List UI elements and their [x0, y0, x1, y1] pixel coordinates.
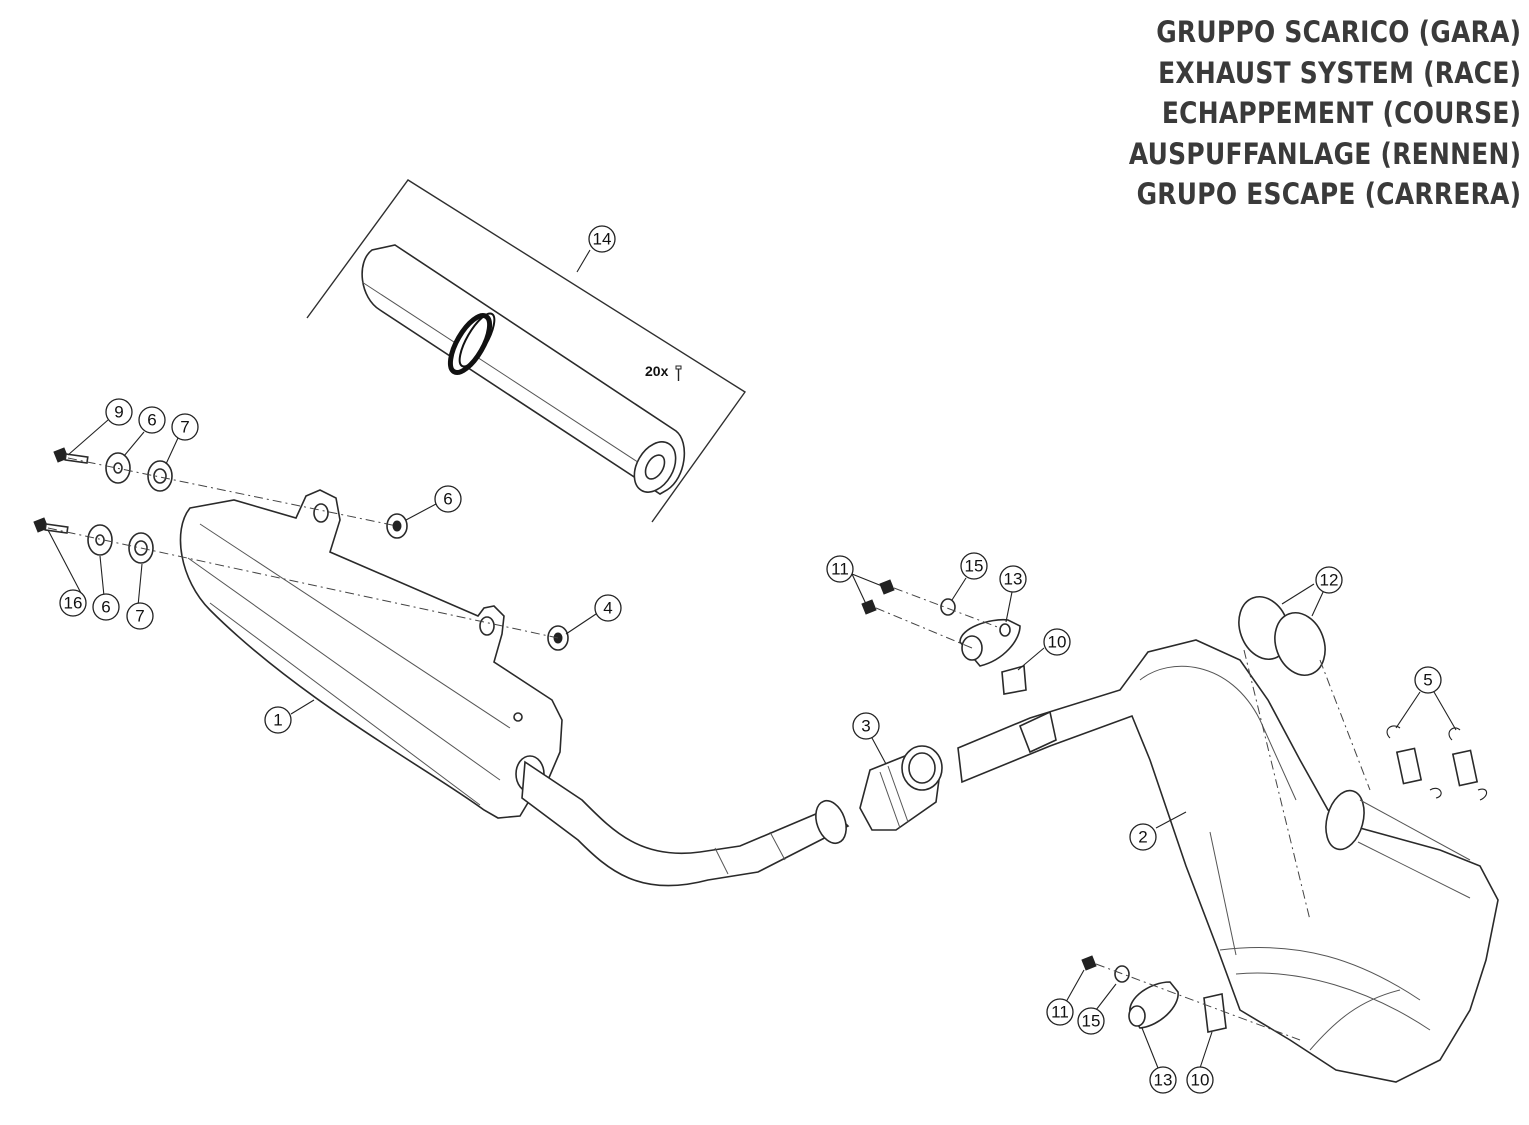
callout-6: 6	[92, 593, 120, 621]
svg-text:16: 16	[64, 594, 83, 613]
callout-10: 10	[1186, 1066, 1214, 1094]
hardware-lower-right	[1081, 955, 1301, 1041]
svg-text:12: 12	[1320, 571, 1339, 590]
svg-text:10: 10	[1191, 1071, 1210, 1090]
callout-1: 1	[264, 706, 292, 734]
svg-text:11: 11	[831, 560, 849, 579]
svg-text:15: 15	[1082, 1012, 1101, 1031]
callout-6: 6	[138, 406, 166, 434]
callout-7: 7	[171, 413, 199, 441]
o-rings	[1238, 596, 1371, 921]
callout-14: 14	[588, 225, 616, 253]
callout-15: 15	[1077, 1007, 1105, 1035]
svg-text:4: 4	[603, 599, 612, 618]
svg-text:11: 11	[1051, 1003, 1069, 1022]
packing-kit-box: 20x	[306, 179, 747, 523]
svg-text:15: 15	[965, 557, 984, 576]
springs	[1386, 725, 1488, 801]
svg-text:13: 13	[1004, 570, 1023, 589]
svg-text:9: 9	[114, 403, 123, 422]
title-line-en: EXHAUST SYSTEM (RACE)	[1157, 55, 1521, 90]
callout-5: 5	[1414, 666, 1442, 694]
callout-2: 2	[1129, 823, 1157, 851]
callout-11: 11	[826, 555, 854, 583]
title-line-it: GRUPPO SCARICO (GARA)	[1155, 15, 1521, 49]
callout-15: 15	[960, 552, 988, 580]
leader-lines	[47, 419, 1457, 1069]
title-block: GRUPPO SCARICO (GARA) EXHAUST SYSTEM (RA…	[1065, 12, 1521, 215]
svg-text:10: 10	[1048, 633, 1067, 652]
silencer-pipe	[521, 760, 850, 887]
callout-4: 4	[594, 594, 622, 622]
svg-text:1: 1	[273, 711, 282, 730]
callout-11: 11	[1046, 998, 1074, 1026]
svg-text:14: 14	[593, 230, 612, 249]
callout-6: 6	[434, 485, 462, 513]
callout-7: 7	[126, 602, 154, 630]
callout-12: 12	[1315, 566, 1343, 594]
coupler	[859, 745, 943, 831]
callout-16: 16	[59, 589, 87, 617]
rivet-icon	[675, 365, 682, 381]
kit-quantity-label: 20x	[645, 363, 669, 379]
hardware-mid	[861, 579, 1027, 695]
svg-text:2: 2	[1138, 828, 1147, 847]
svg-text:5: 5	[1423, 671, 1432, 690]
expansion-chamber	[957, 639, 1499, 1083]
svg-text:6: 6	[147, 411, 156, 430]
callout-9: 9	[105, 398, 133, 426]
callout-13: 13	[999, 565, 1027, 593]
svg-text:13: 13	[1154, 1071, 1173, 1090]
svg-text:7: 7	[180, 418, 189, 437]
title-line-de: AUSPUFFANLAGE (RENNEN)	[1128, 136, 1521, 171]
svg-text:7: 7	[135, 607, 144, 626]
title-line-fr: ECHAPPEMENT (COURSE)	[1161, 96, 1521, 130]
callout-3: 3	[852, 712, 880, 740]
callout-13: 13	[1149, 1066, 1177, 1094]
svg-text:6: 6	[101, 598, 110, 617]
svg-text:6: 6	[443, 490, 452, 509]
svg-text:3: 3	[861, 717, 870, 736]
title-line-es: GRUPO ESCAPE (CARRERA)	[1136, 177, 1521, 211]
silencer	[179, 489, 563, 819]
callout-10: 10	[1043, 628, 1071, 656]
hardware-upper-left	[33, 447, 569, 651]
